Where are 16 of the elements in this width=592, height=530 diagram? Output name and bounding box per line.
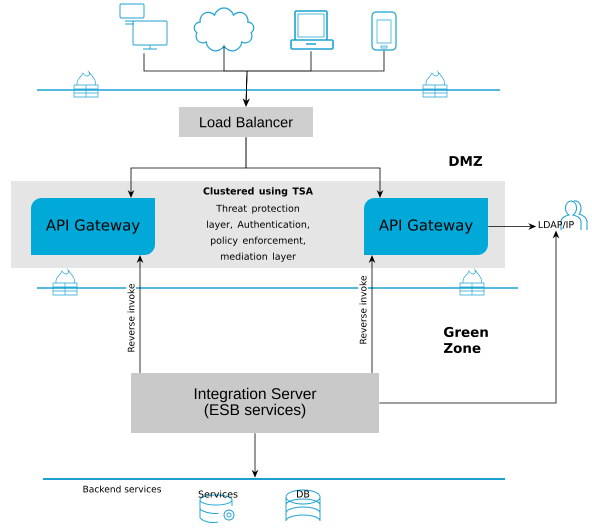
phone-icon [371,11,397,51]
process-box: Integration Server (ESB services) [131,373,379,433]
section-label: Backend services [83,485,161,492]
gateway-box: API Gateway [364,198,488,255]
gateway-box: API Gateway [31,198,155,255]
node-label: Services [198,490,238,498]
laptop-icon [290,10,334,50]
edge-label: Reverse invoke [359,276,366,344]
process-box: Load Balancer [179,107,313,137]
node-label: DB [297,490,310,498]
backend-line [43,478,505,480]
zone-label: Green Zone [444,326,488,354]
edge-label: Reverse invoke [127,284,134,352]
zone-label: DMZ [450,156,482,166]
cloud-icon [194,7,254,52]
computers-icon [120,4,168,50]
